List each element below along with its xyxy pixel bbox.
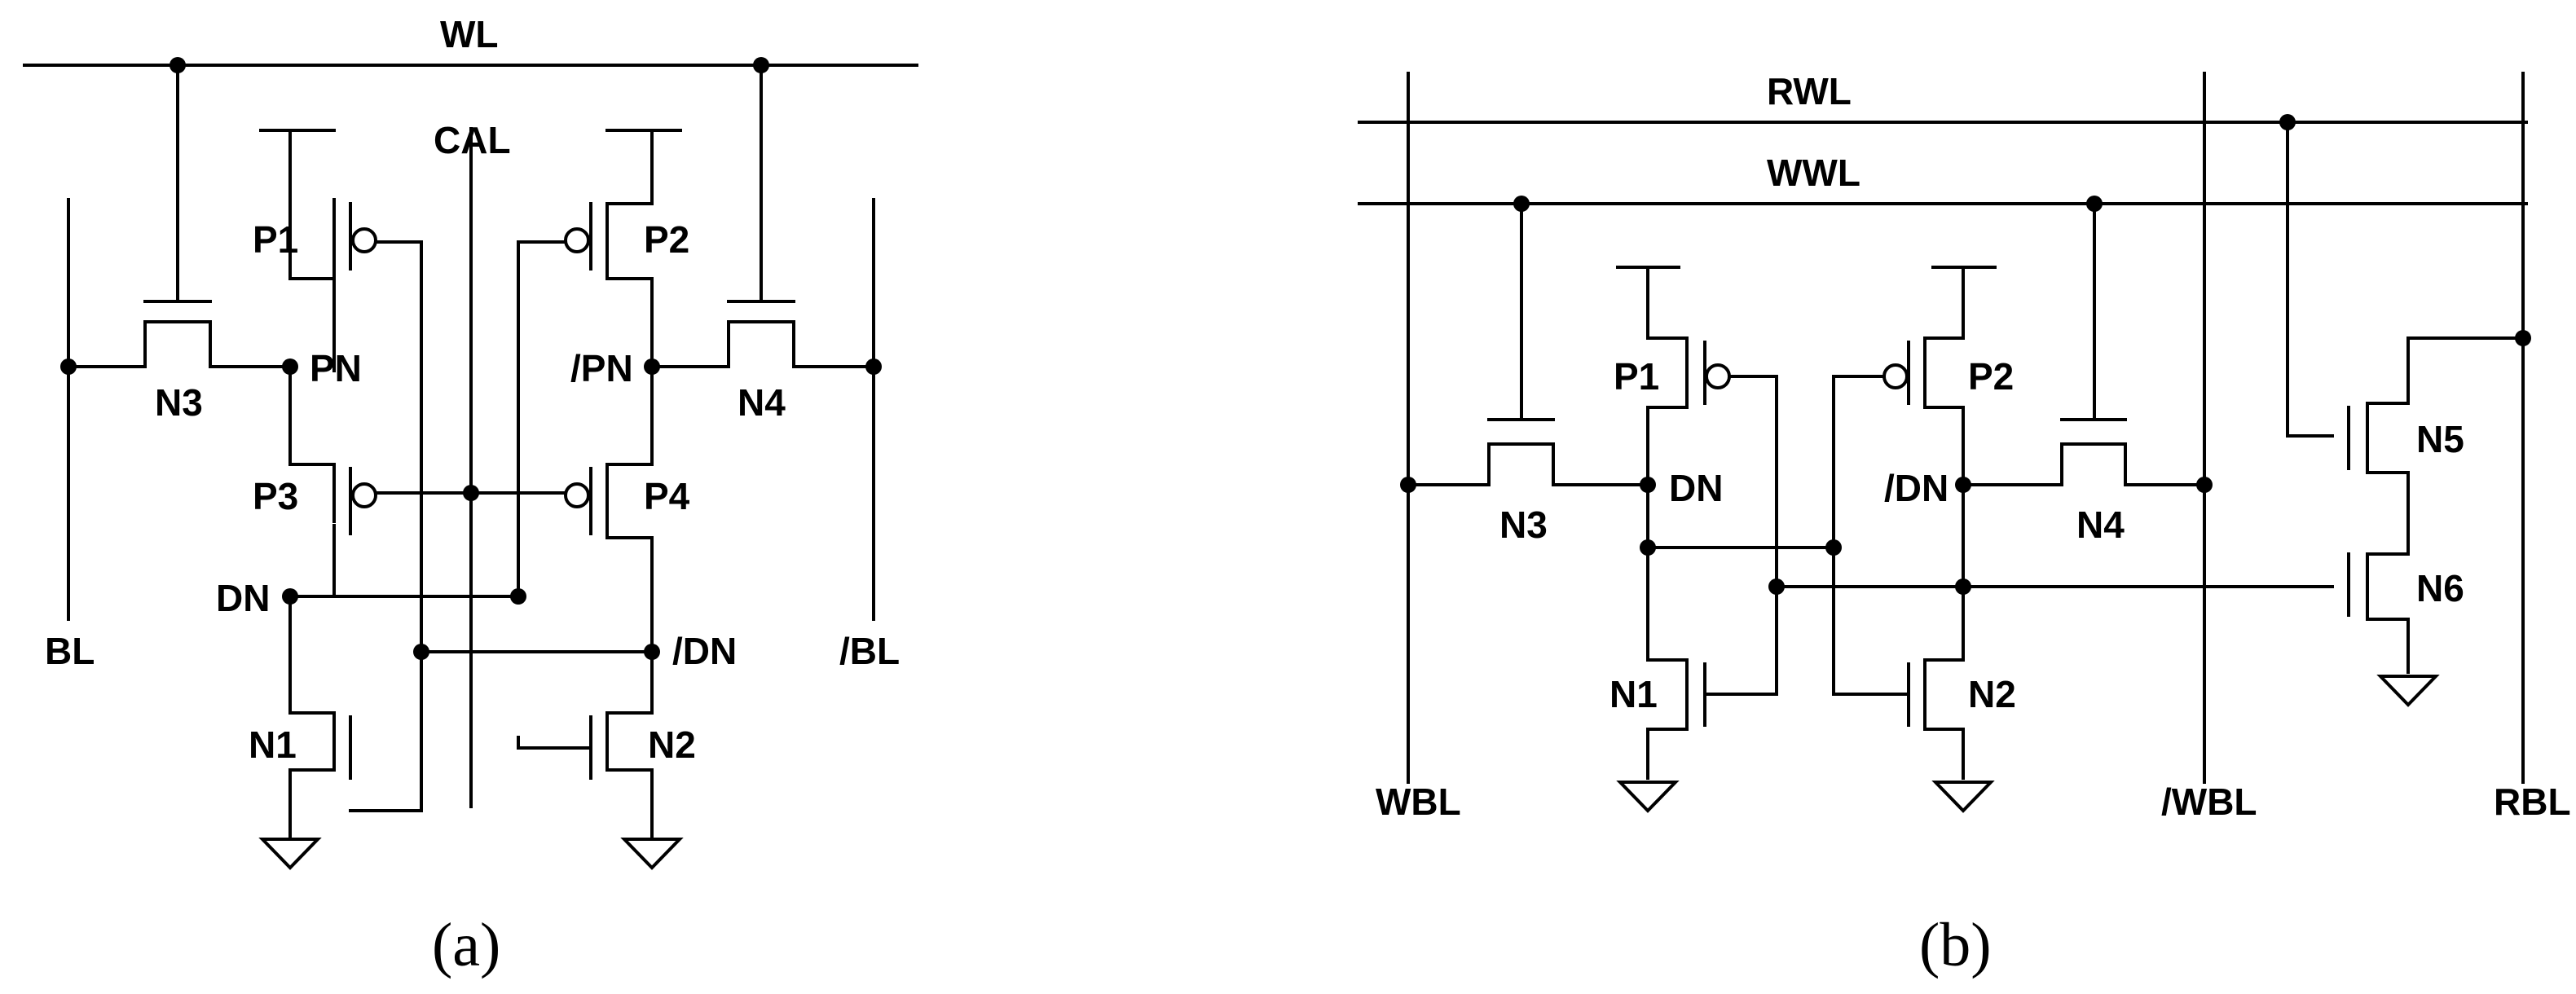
n6-label: N6 — [2416, 567, 2464, 609]
ground-n1-b — [1616, 781, 1680, 813]
cross-coupling-b — [1646, 375, 2334, 696]
gates-b — [1703, 341, 2350, 727]
rwl-label: RWL — [1767, 70, 1852, 112]
n4-transistor-b — [1962, 418, 2206, 486]
p3-bubble — [351, 482, 377, 508]
p1-bubble-b — [1705, 363, 1731, 389]
p1-bubble — [351, 227, 377, 253]
p2-bubble — [564, 227, 590, 253]
n1-label-b: N1 — [1609, 673, 1658, 715]
read-port — [2286, 336, 2525, 674]
n3-label: N3 — [155, 381, 203, 424]
bl-label: BL — [45, 630, 95, 672]
n5-label: N5 — [2416, 418, 2464, 460]
p2-label: P2 — [644, 218, 689, 261]
blb-label: /BL — [839, 630, 900, 672]
p1-label: P1 — [253, 218, 298, 261]
p3-label: P3 — [253, 475, 298, 517]
gates-a — [349, 202, 592, 780]
n1-label: N1 — [249, 724, 297, 766]
dnb-label: /DN — [672, 630, 737, 672]
bitlines-b — [1407, 72, 2525, 784]
p2-bubble-b — [1882, 363, 1909, 389]
bitlines-a — [67, 127, 875, 808]
n2-label-b: N2 — [1968, 673, 2016, 715]
caption-a: (a) — [432, 911, 500, 979]
ground-n1-a — [258, 833, 322, 870]
junctions-a — [60, 57, 882, 660]
n2-label: N2 — [648, 724, 696, 766]
ground-n2-a — [620, 833, 684, 870]
p1-label-b: P1 — [1614, 355, 1659, 398]
right-stack-b — [1923, 266, 1997, 780]
caption-b: (b) — [1919, 911, 1992, 979]
schematic-b: RWL WWL P1 P2 N5 DN /DN N3 N4 N6 N1 N2 W… — [1358, 70, 2571, 979]
ground-n6-b — [2376, 675, 2440, 707]
ground-n2-b — [1931, 781, 1995, 813]
wwl-label: WWL — [1767, 152, 1860, 194]
n4-transistor — [650, 300, 875, 368]
wbl-label: WBL — [1376, 781, 1461, 823]
wblb-label: /WBL — [2161, 781, 2257, 823]
dn-label: DN — [216, 577, 270, 619]
p2-label-b: P2 — [1968, 355, 2014, 398]
left-stack-a — [259, 129, 336, 837]
cal-label: CAL — [434, 119, 511, 161]
right-stack-a — [605, 129, 682, 837]
n3-label-b: N3 — [1499, 504, 1548, 546]
n4-label: N4 — [738, 381, 786, 424]
p4-label: P4 — [644, 475, 690, 517]
pn-label: PN — [310, 347, 362, 389]
dnb-label-b: /DN — [1884, 467, 1949, 509]
left-stack-b — [1616, 266, 1689, 780]
schematic-a: WL CAL P1 P2 PN /PN N3 N4 P3 P4 DN BL /D… — [23, 13, 918, 979]
wl-label: WL — [440, 13, 499, 55]
junctions-b — [1400, 114, 2531, 595]
n4-label-b: N4 — [2076, 504, 2125, 546]
n3-transistor-b — [1407, 418, 1649, 486]
wwl-drops — [1520, 121, 2289, 438]
p4-bubble — [564, 482, 590, 508]
n3-transistor — [67, 300, 292, 368]
pnb-label: /PN — [570, 347, 633, 389]
rbl-label: RBL — [2494, 781, 2571, 823]
dn-label-b: DN — [1669, 467, 1723, 509]
